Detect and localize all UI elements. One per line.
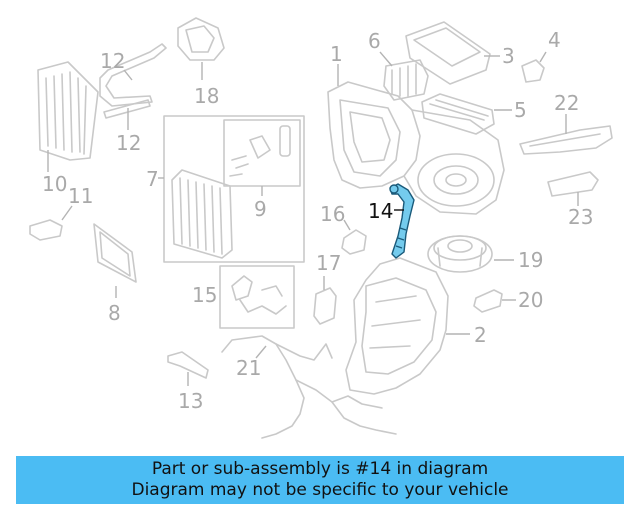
callout-2: 2 (474, 323, 487, 347)
callout-21: 21 (236, 356, 261, 380)
part-16-actuator (341, 229, 367, 255)
part-6-filter-door (383, 59, 429, 101)
callout-12-bottom: 12 (116, 131, 141, 155)
banner-line-1: Part or sub-assembly is #14 in diagram (151, 459, 489, 479)
leader-12-top (123, 69, 133, 81)
part-4-clip (521, 59, 545, 83)
callout-20: 20 (518, 288, 543, 312)
part-11-sensor (29, 219, 63, 241)
leader-4 (539, 51, 547, 63)
part-1-hvac-case (327, 81, 505, 215)
part-9-inset (223, 119, 301, 187)
callout-15: 15 (192, 283, 217, 307)
leader-16 (343, 219, 351, 231)
callout-5: 5 (514, 98, 527, 122)
callout-3: 3 (502, 44, 515, 68)
callout-12-top: 12 (100, 49, 125, 73)
part-19-blower-motor (427, 235, 493, 273)
callout-4: 4 (548, 28, 561, 52)
leader-11 (61, 205, 73, 221)
part-7-frame (163, 115, 305, 263)
part-12-pipes (99, 43, 167, 119)
part-7-evaporator (171, 169, 233, 259)
part-23-duct (547, 171, 599, 197)
callout-14: 14 (368, 199, 393, 223)
part-22-duct (519, 125, 613, 155)
callout-11: 11 (68, 184, 93, 208)
callout-19: 19 (518, 248, 543, 272)
callout-18: 18 (194, 84, 219, 108)
part-13-bracket (167, 351, 209, 379)
part-5-cabin-filter (421, 93, 495, 135)
part-2-lower-case (345, 257, 449, 395)
callout-1: 1 (330, 42, 343, 66)
part-18-cover (177, 17, 225, 61)
part-15-harness (231, 275, 287, 315)
part-17-actuator (313, 287, 337, 325)
part-10-heater-core (37, 61, 99, 161)
callout-17: 17 (316, 251, 341, 275)
callout-23: 23 (568, 205, 593, 229)
part-21-harness (221, 335, 397, 439)
callout-8: 8 (108, 301, 121, 325)
leader-21 (255, 345, 267, 359)
banner-line-2: Diagram may not be specific to your vehi… (131, 480, 509, 500)
info-banner: Part or sub-assembly is #14 in diagram D… (16, 456, 624, 504)
callout-16: 16 (320, 202, 345, 226)
part-8-seal (93, 223, 137, 283)
part-14-drain-hose (389, 183, 415, 259)
leader-6 (379, 51, 393, 67)
callout-13: 13 (178, 389, 203, 413)
callout-7: 7 (146, 167, 159, 191)
part-3-cover (405, 21, 491, 85)
callout-9: 9 (254, 197, 267, 221)
callout-22: 22 (554, 91, 579, 115)
callout-6: 6 (368, 29, 381, 53)
part-15-frame (219, 265, 295, 329)
part-20-resistor (473, 289, 503, 313)
part-9-valve (229, 125, 291, 177)
callout-10: 10 (42, 172, 67, 196)
